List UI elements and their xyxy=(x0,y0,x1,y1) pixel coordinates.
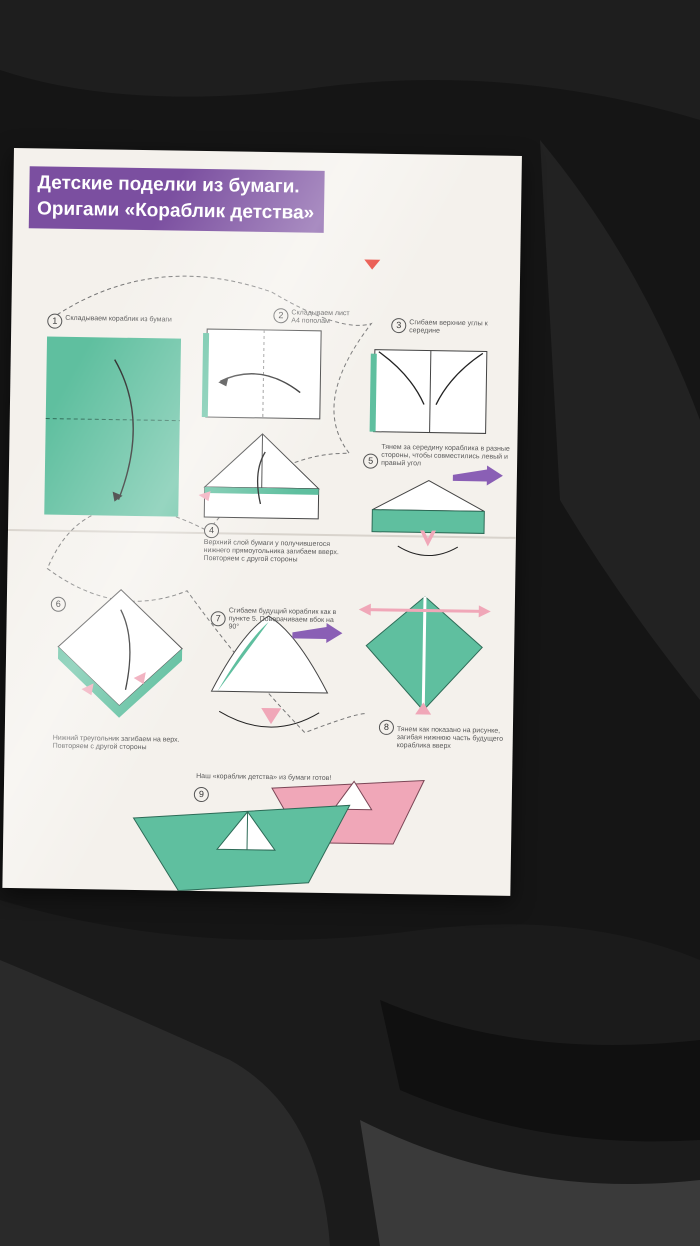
step-2-number: 2 xyxy=(273,308,289,324)
title-line-1: Детские поделки из бумаги. xyxy=(37,172,300,198)
origami-instruction-sheet: Детские поделки из бумаги. Оригами «Кора… xyxy=(2,148,522,896)
banner-corner-marker xyxy=(364,259,381,270)
step-3-text: Сгибаем верхние углы к середине xyxy=(409,319,488,335)
step-connector-path xyxy=(46,275,373,734)
sheet-title-banner: Детские поделки из бумаги. Оригами «Кора… xyxy=(28,166,325,233)
step-6-text: Нижний треугольник загибаем на верх. Пов… xyxy=(52,734,180,752)
step-6-illustration xyxy=(57,589,183,718)
step-1-text: Складываем кораблик из бумаги xyxy=(65,314,172,324)
step-4-text: Верхний слой бумаги у получившегося нижн… xyxy=(203,539,339,564)
step-3-illustration xyxy=(369,349,488,434)
step-8-text: Тянем как показано на рисунке, загибая н… xyxy=(396,726,504,750)
step-5-illustration xyxy=(371,465,503,556)
step-9-finished-boats xyxy=(132,779,425,892)
step-7-illustration xyxy=(210,615,343,728)
step-5-text: Тянем за середину кораблика в разные сто… xyxy=(381,443,510,468)
step-7-text: Сгибаем будущий кораблик как в пункте 5.… xyxy=(228,607,337,631)
step-4-illustration xyxy=(198,433,320,520)
step-2-illustration xyxy=(201,328,322,420)
step-1-illustration xyxy=(44,336,182,517)
instruction-illustrations xyxy=(7,275,516,892)
title-line-2: Оригами «Кораблик детства» xyxy=(36,198,315,224)
step-2-text: Складываем лист А4 пополам xyxy=(291,309,350,325)
step-8-illustration xyxy=(358,595,491,715)
